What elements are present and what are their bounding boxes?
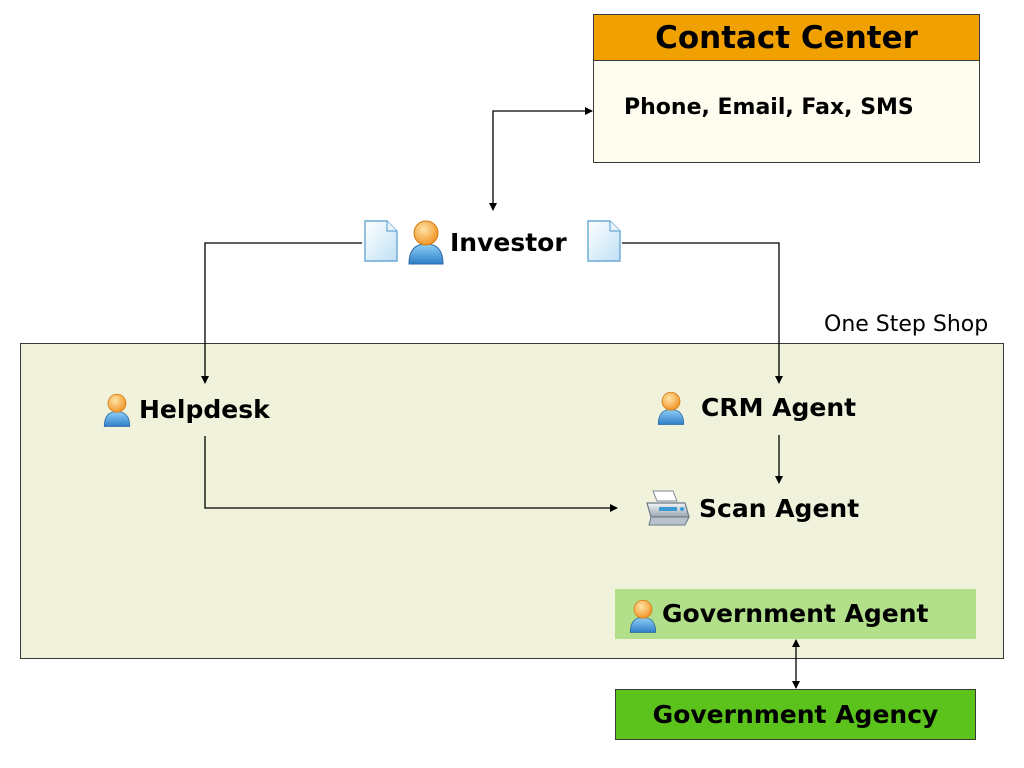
helpdesk-label: Helpdesk: [139, 395, 270, 424]
person-icon: [103, 393, 131, 427]
scanner-icon: [646, 490, 690, 526]
contact-center-channels: Phone, Email, Fax, SMS: [624, 95, 914, 120]
one-step-shop-label: One Step Shop: [824, 312, 989, 337]
investor-contact-connector: [489, 107, 593, 211]
document-icon: [587, 220, 621, 262]
document-icon: [364, 220, 398, 262]
scan-agent-label: Scan Agent: [699, 494, 860, 523]
investor-helpdesk-connector: [201, 242, 362, 384]
contact-center-box: Contact Center Phone, Email, Fax, SMS: [593, 14, 980, 163]
investor-label: Investor: [450, 228, 567, 257]
government-agent-box: [615, 589, 976, 639]
person-icon: [657, 391, 685, 425]
government-agent-label: Government Agent: [662, 599, 929, 628]
helpdesk-scan-connector: [204, 436, 618, 512]
person-icon: [408, 220, 444, 265]
person-icon: [629, 599, 657, 633]
crm-agent-label: CRM Agent: [701, 393, 857, 422]
government-agency-box: Government Agency: [615, 689, 976, 740]
investor-crm-connector: [622, 242, 783, 384]
contact-center-title: Contact Center: [594, 15, 979, 61]
